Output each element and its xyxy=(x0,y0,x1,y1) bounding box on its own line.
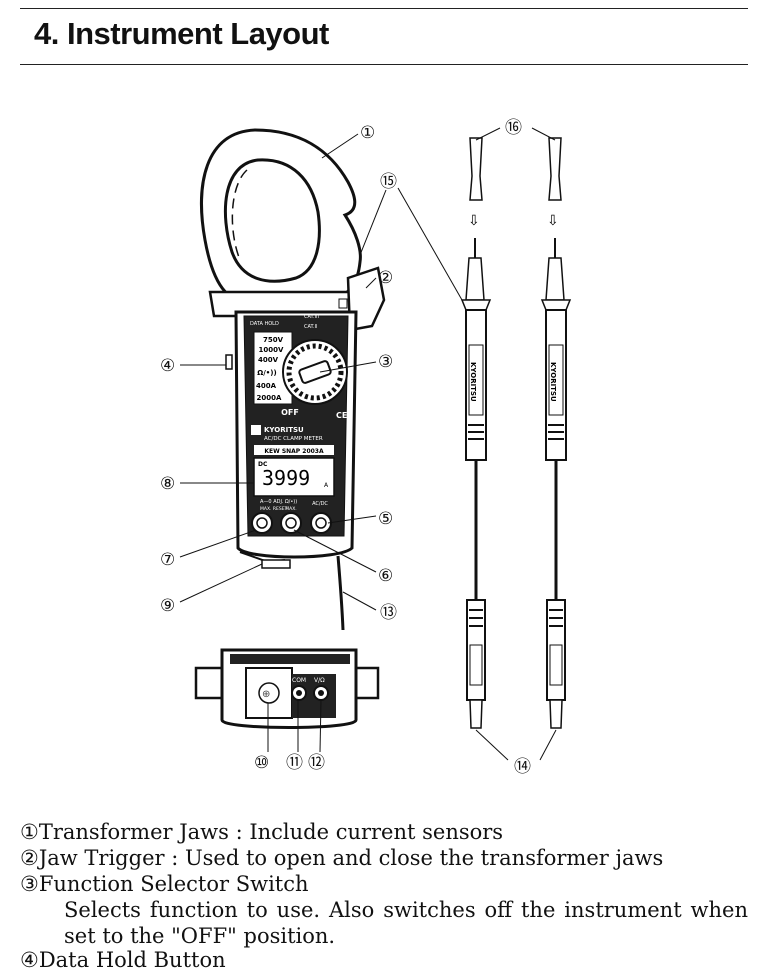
data-hold-button[interactable] xyxy=(225,354,233,370)
callout-11: ⑪ xyxy=(286,753,303,773)
range-400a: 400A xyxy=(256,382,277,390)
top-rule xyxy=(20,8,748,9)
model-plate xyxy=(254,445,334,455)
battery-cover-screw[interactable] xyxy=(258,682,280,704)
down-arrow-icon: ⇩ xyxy=(468,213,480,229)
range-label-panel xyxy=(253,331,293,405)
legend-num-1: ① xyxy=(20,820,39,844)
callout-14: ⑭ xyxy=(514,757,531,777)
jaw-inner-line xyxy=(231,169,248,261)
legend-item-3: ③Function Selector Switch xyxy=(20,871,309,897)
probe-brand-right: KYORITSU xyxy=(549,362,557,402)
down-arrow-icon: ⇩ xyxy=(547,213,559,229)
range-400v: 400V xyxy=(258,356,279,364)
legend-3-description: Selects function to use. Also switches o… xyxy=(64,898,748,948)
callout-2: ② xyxy=(378,268,393,288)
callout-numbers: ① ② ③ ④ ⑤ ⑥ ⑦ ⑧ ⑨ ⑩ ⑪ ⑫ ⑬ ⑭ ⑮ ⑯ xyxy=(160,118,531,777)
lcd-display xyxy=(253,457,335,497)
test-lead-right: ⇩ KYORITSU xyxy=(540,137,572,729)
legend-num-4: ④ xyxy=(20,948,39,972)
callout-10: ⑩ xyxy=(254,753,269,773)
legend-item-1: ①Transformer Jaws : Include current sens… xyxy=(20,819,503,845)
callout-16: ⑯ xyxy=(505,118,522,138)
brand-label: KYORITSU xyxy=(264,426,304,434)
callout-13: ⑬ xyxy=(380,603,397,623)
callout-4: ④ xyxy=(160,356,175,376)
max-reset-label: MAX. RESET xyxy=(260,506,288,512)
callout-9: ⑨ xyxy=(160,596,175,616)
probe-cap-right xyxy=(548,137,562,201)
hand-strap xyxy=(261,559,291,569)
max-label: MAX. xyxy=(285,506,296,512)
probe-cap-left xyxy=(469,137,483,201)
section-title: 4. Instrument Layout xyxy=(34,16,329,51)
clamp-meter-drawing: DATA HOLD CAT.III CAT.II 750V 1000V 400V… xyxy=(200,128,386,631)
range-1000v: 1000V xyxy=(259,346,284,354)
product-label: AC/DC CLAMP METER xyxy=(264,436,323,442)
screw-icon: ⊕ xyxy=(262,689,270,700)
range-2000a: 2000A xyxy=(257,394,282,402)
display-unit: A xyxy=(324,482,329,489)
ce-mark: CE xyxy=(336,411,347,420)
kyoritsu-logo xyxy=(251,425,261,435)
cat-iii-label: CAT.III xyxy=(304,314,319,320)
cat-ii-label: CAT.II xyxy=(304,324,318,330)
acdc-button-label: AC/DC xyxy=(312,501,328,507)
legend-text-2: Jaw Trigger : Used to open and close the… xyxy=(38,846,664,870)
leader-lines xyxy=(179,127,557,761)
callout-8: ⑧ xyxy=(160,474,175,494)
com-label: COM xyxy=(292,677,306,684)
test-lead-cord xyxy=(336,555,345,631)
data-hold-label: DATA HOLD xyxy=(250,321,279,327)
callout-12: ⑫ xyxy=(308,753,325,773)
test-lead-left: ⇩ KYORITSU xyxy=(460,137,492,729)
range-750v: 750V xyxy=(263,336,284,344)
instrument-layout-figure: DATA HOLD CAT.III CAT.II 750V 1000V 400V… xyxy=(160,118,572,777)
callout-7: ⑦ xyxy=(160,550,175,570)
zero-adjust-label: A—0 ADJ. xyxy=(260,499,284,505)
legend-num-3: ③ xyxy=(20,872,39,896)
callout-6: ⑥ xyxy=(378,566,393,586)
switch-knob xyxy=(298,360,332,384)
range-ohm: Ω/•)) xyxy=(257,369,276,377)
display-mode: DC xyxy=(258,461,268,468)
legend-text-3: Function Selector Switch xyxy=(38,872,309,896)
heading-rule xyxy=(20,64,748,65)
meter-bottom-view: ⊕ COM V/Ω xyxy=(194,648,380,729)
warning-icon xyxy=(338,298,348,309)
legend-item-2: ②Jaw Trigger : Used to open and close th… xyxy=(20,845,663,871)
display-value: 3999 xyxy=(262,466,310,490)
model-label: KEW SNAP 2003A xyxy=(264,448,324,455)
legend-num-2: ② xyxy=(20,846,39,870)
callout-15: ⑮ xyxy=(380,172,397,192)
legend-text-4: Data Hold Button xyxy=(38,948,226,972)
callout-3: ③ xyxy=(378,352,393,372)
legend-item-4: ④Data Hold Button xyxy=(20,947,226,973)
off-label: OFF xyxy=(281,408,299,417)
jaw-opening xyxy=(223,158,321,283)
ohm-button-label: Ω/•)) xyxy=(285,499,297,505)
legend-text-1: Transformer Jaws : Include current senso… xyxy=(38,820,504,844)
callout-5: ⑤ xyxy=(378,509,393,529)
probe-brand-left: KYORITSU xyxy=(469,362,477,402)
vohm-label: V/Ω xyxy=(314,677,325,684)
callout-1: ① xyxy=(360,123,375,143)
